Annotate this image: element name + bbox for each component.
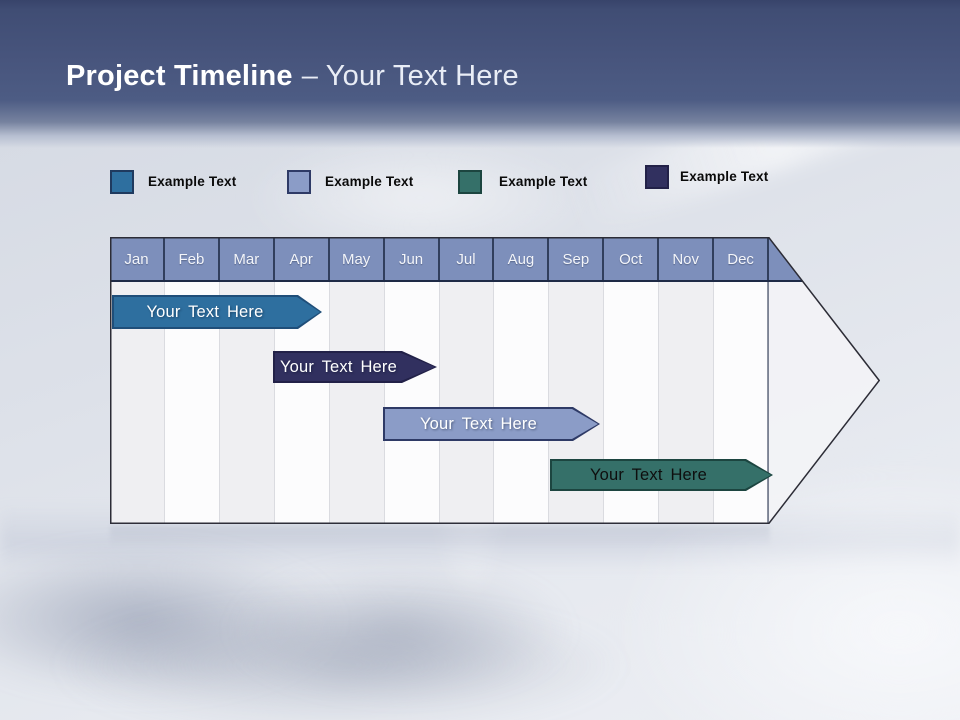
legend-label: Example Text xyxy=(148,174,237,189)
task-bar-label: Your Text Here xyxy=(114,297,320,327)
legend-item: Example Text xyxy=(458,169,587,194)
timeline-reflection xyxy=(110,526,770,548)
month-column xyxy=(494,282,550,524)
month-label: Nov xyxy=(659,237,715,282)
legend-label: Example Text xyxy=(325,174,414,189)
background-blur-shape xyxy=(60,605,620,720)
legend-swatch-steel-blue xyxy=(110,169,134,194)
month-column xyxy=(329,282,385,524)
timeline-arrow-chart: Jan Feb Mar Apr May Jun Jul Aug Sep Oct … xyxy=(110,237,880,524)
task-bar-label: Your Text Here xyxy=(275,353,435,381)
month-column xyxy=(439,282,495,524)
month-label: Aug xyxy=(494,237,550,282)
month-label: Jul xyxy=(440,237,495,282)
month-label: Feb xyxy=(165,237,220,282)
timeline-arrow-body: Jan Feb Mar Apr May Jun Jul Aug Sep Oct … xyxy=(110,237,880,524)
legend-item: Example Text xyxy=(645,164,768,189)
legend-swatch-periwinkle xyxy=(287,169,311,194)
month-label: Dec xyxy=(714,237,770,282)
legend-item: Example Text xyxy=(287,169,413,194)
task-bar-3: Your Text Here xyxy=(383,407,600,441)
timeline-body-right-border xyxy=(767,282,769,524)
timeline-month-row: Jan Feb Mar Apr May Jun Jul Aug Sep Oct … xyxy=(110,237,770,282)
legend-swatch-navy xyxy=(645,164,669,189)
task-bar-label: Your Text Here xyxy=(552,461,771,489)
background-blur-shape xyxy=(230,565,570,695)
month-label: Apr xyxy=(275,237,330,282)
month-label: Jan xyxy=(110,237,165,282)
month-label: Mar xyxy=(220,237,275,282)
month-label: Oct xyxy=(604,237,660,282)
page-title-bold: Project Timeline xyxy=(66,60,293,92)
title-band xyxy=(0,0,960,148)
month-label: Jun xyxy=(385,237,440,282)
task-bar-2: Your Text Here xyxy=(273,351,437,383)
task-bar-4: Your Text Here xyxy=(550,459,773,491)
legend-item: Example Text xyxy=(110,169,236,194)
legend-label: Example Text xyxy=(499,174,588,189)
background-blur-shape xyxy=(250,140,590,255)
task-bar-1: Your Text Here xyxy=(112,295,322,329)
legend-label: Example Text xyxy=(680,169,769,184)
month-label: May xyxy=(330,237,385,282)
legend-swatch-teal xyxy=(458,169,482,194)
task-bar-label: Your Text Here xyxy=(385,409,598,439)
month-label: Sep xyxy=(549,237,605,282)
page-title: Project Timeline – Your Text Here xyxy=(66,60,519,93)
month-column xyxy=(384,282,440,524)
page-title-placeholder: – Your Text Here xyxy=(301,60,519,92)
